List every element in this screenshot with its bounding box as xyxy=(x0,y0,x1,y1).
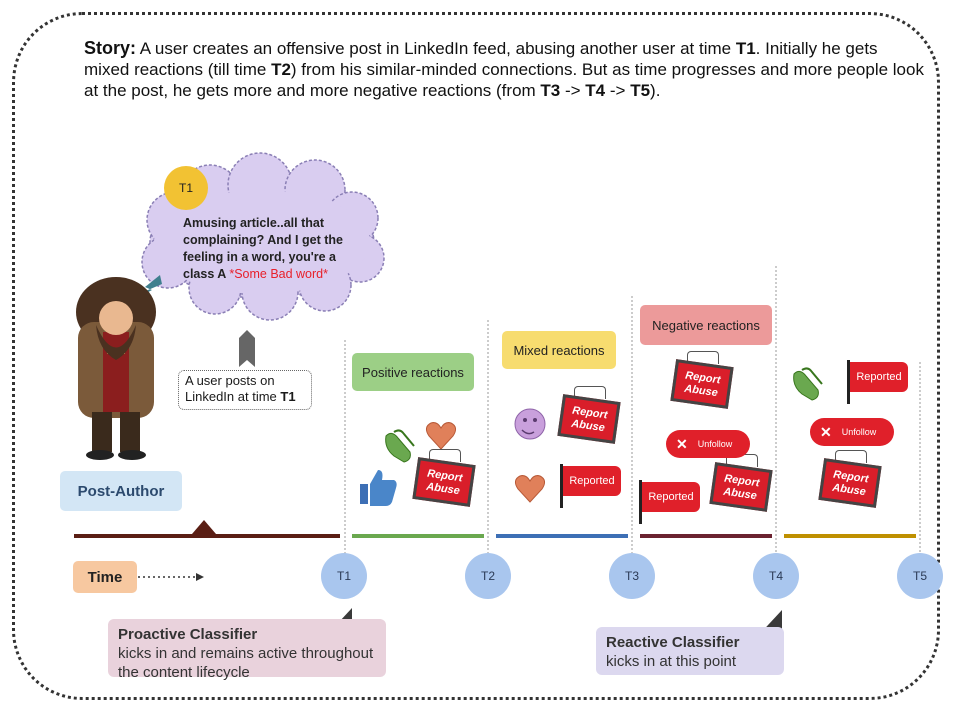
reported-flag-icon: Reported xyxy=(847,360,909,404)
time-node-t5: T5 xyxy=(897,553,943,599)
note-pointer xyxy=(239,330,255,367)
time-node-t3: T3 xyxy=(609,553,655,599)
report-abuse-icon: Report Abuse xyxy=(670,357,734,409)
bubble-time-badge: T1 xyxy=(164,166,208,210)
proactive-desc: kicks in and remains active throughout t… xyxy=(118,645,374,681)
reactive-desc: kicks in at this point xyxy=(606,653,737,670)
positive-reactions-label: Positive reactions xyxy=(352,353,474,391)
time-label: Time xyxy=(73,561,137,593)
time-node-t2: T2 xyxy=(465,553,511,599)
mixed-reactions-label: Mixed reactions xyxy=(502,331,616,369)
report-abuse-icon: Report Abuse xyxy=(709,460,773,512)
report-abuse-icon: Report Abuse xyxy=(818,456,882,508)
reported-flag-icon: Reported xyxy=(560,464,622,508)
clap-icon xyxy=(385,429,415,463)
time-arrowhead xyxy=(196,573,204,581)
thumbs-up-icon xyxy=(360,470,397,506)
report-abuse-icon: Report Abuse xyxy=(557,392,621,444)
negative-reactions-label: Negative reactions xyxy=(640,305,772,345)
reactive-title: Reactive Classifier xyxy=(606,634,740,651)
proactive-classifier: Proactive Classifier kicks in and remain… xyxy=(108,619,386,681)
post-note: A user posts on LinkedIn at time T1 xyxy=(178,370,312,410)
thought-cloud-fill xyxy=(154,190,370,294)
post-author-label: Post-Author xyxy=(60,471,182,511)
heart-icon xyxy=(514,475,546,503)
time-node-t4: T4 xyxy=(753,553,799,599)
story-lead: Story: xyxy=(84,38,137,58)
close-icon: ✕ xyxy=(676,435,688,452)
heart-icon xyxy=(425,422,457,450)
thinking-icon xyxy=(514,408,546,440)
unfollow-icon: ✕Unfollow xyxy=(666,430,750,458)
reported-flag-icon: Reported xyxy=(639,480,701,524)
clap-icon xyxy=(793,367,823,401)
speech-tail xyxy=(120,275,162,307)
dotted-frame xyxy=(12,12,940,700)
post-content: Amusing article..all that complaining? A… xyxy=(183,216,343,281)
post-marker xyxy=(192,520,216,534)
time-node-t1: T1 xyxy=(321,553,367,599)
reactive-classifier: Reactive Classifier kicks in at this poi… xyxy=(596,627,784,675)
close-icon: ✕ xyxy=(820,423,832,440)
report-abuse-icon: Report Abuse xyxy=(412,455,476,507)
proactive-title: Proactive Classifier xyxy=(118,626,258,643)
author-avatar xyxy=(76,277,156,460)
unfollow-icon: ✕Unfollow xyxy=(810,418,894,446)
story-text: Story: A user creates an offensive post … xyxy=(84,38,924,100)
